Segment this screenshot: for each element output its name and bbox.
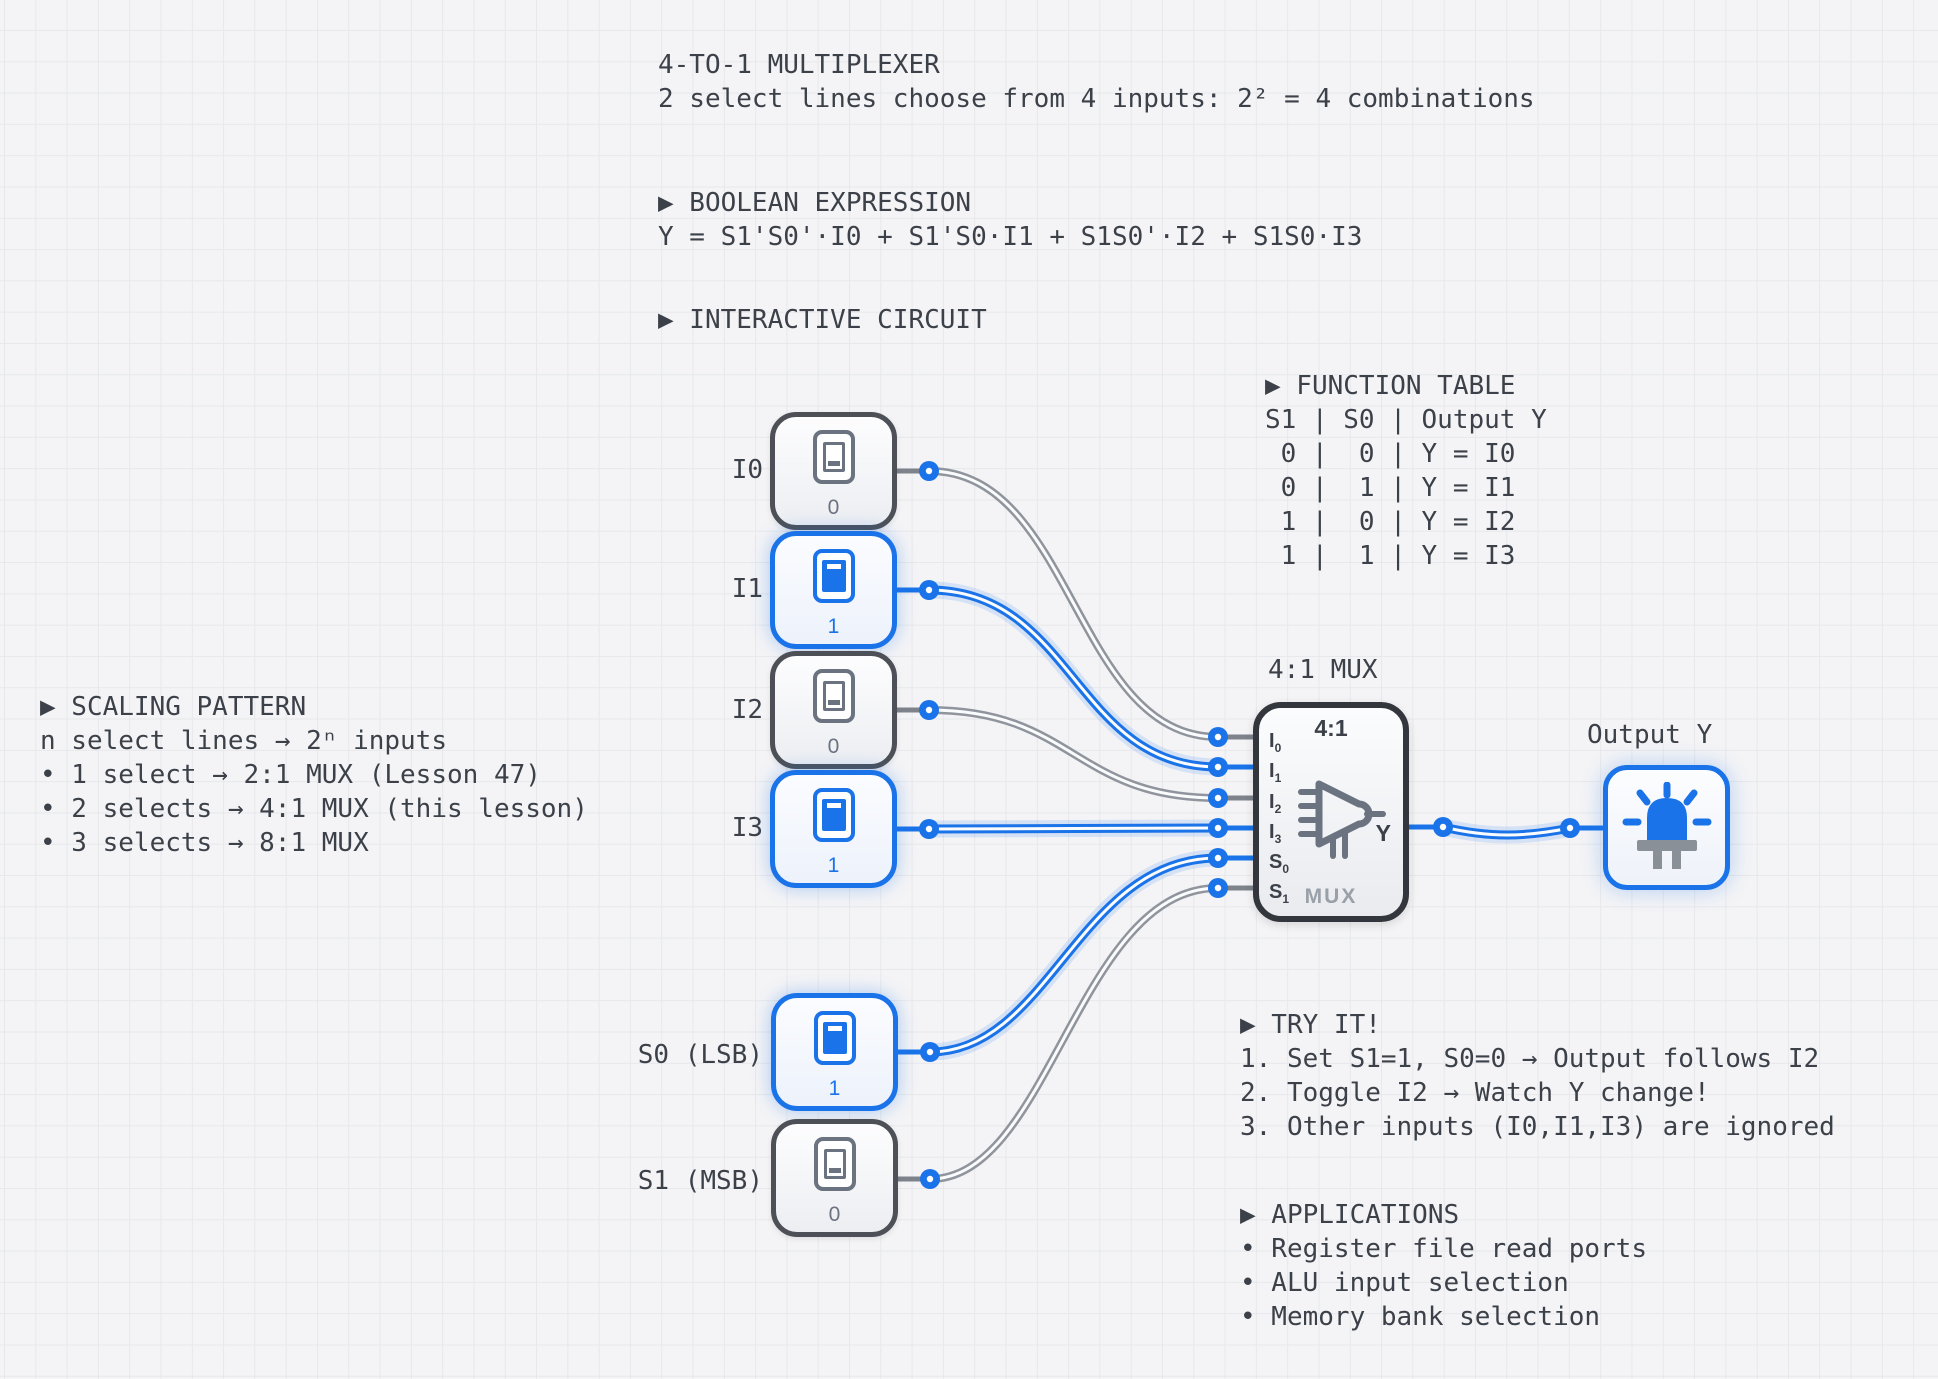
wire-i3-to-mux [924, 823, 1223, 834]
label-i0: I0 [731, 455, 763, 485]
page-subtitle: 2 select lines choose from 4 inputs: 2² … [658, 84, 1535, 114]
interactive-circuit-heading-block: ▶ INTERACTIVE CIRCUIT [658, 303, 987, 337]
page-title: 4-TO-1 MULTIPLEXER [658, 50, 940, 80]
switch-value: 1 [827, 854, 840, 877]
function-table-row: 0 | 0 | Y = I0 [1265, 439, 1516, 469]
scaling-heading: ▶ SCALING PATTERN [40, 692, 307, 722]
wire-y-to-led [1438, 822, 1575, 840]
function-table-header-row: S1 | S0 | Output Y [1265, 405, 1547, 435]
try-it-block: ▶ TRY IT! 1. Set S1=1, S0=0 → Output fol… [1240, 1008, 1835, 1144]
toggle-switch-icon [813, 1137, 856, 1191]
output-label: Output Y [1587, 720, 1713, 750]
wire-i0-to-mux [925, 467, 1222, 741]
switch-value: 0 [827, 735, 840, 758]
function-table-row: 0 | 1 | Y = I1 [1265, 473, 1516, 503]
switch-value: 0 [828, 1203, 841, 1226]
mux-pin-s1: S1 [1269, 881, 1290, 906]
scaling-pattern-block: ▶ SCALING PATTERN n select lines → 2ⁿ in… [40, 690, 588, 860]
interactive-heading: ▶ INTERACTIVE CIRCUIT [658, 305, 987, 335]
mux-pin-i0: I0 [1269, 730, 1282, 755]
output-led[interactable] [1603, 765, 1730, 890]
wire-i1-to-mux [924, 585, 1223, 772]
wire-i2-to-mux [925, 706, 1222, 802]
toggle-switch-icon [813, 1011, 856, 1065]
application-item: • ALU input selection [1240, 1268, 1569, 1298]
try-it-step: 2. Toggle I2 → Watch Y change! [1240, 1078, 1710, 1108]
try-it-step: 1. Set S1=1, S0=0 → Output follows I2 [1240, 1044, 1820, 1074]
wire-s1-to-mux [926, 884, 1222, 1183]
toggle-switch-icon [812, 549, 855, 603]
scaling-line: • 2 selects → 4:1 MUX (this lesson) [40, 794, 588, 824]
application-item: • Register file read ports [1240, 1234, 1647, 1264]
switch-value: 0 [827, 496, 840, 519]
mux-pin-s0: S0 [1269, 851, 1290, 876]
boolean-expression: Y = S1'S0'·I0 + S1'S0·I1 + S1S0'·I2 + S1… [658, 222, 1363, 252]
switch-value: 1 [828, 1077, 841, 1100]
label-s0: S0 (LSB) [637, 1040, 763, 1070]
scaling-line: n select lines → 2ⁿ inputs [40, 726, 447, 756]
applications-heading: ▶ APPLICATIONS [1240, 1200, 1460, 1230]
wire-s0-to-mux [925, 853, 1223, 1057]
label-i1: I1 [731, 574, 763, 604]
toggle-switch-icon [812, 430, 855, 484]
label-i3: I3 [731, 813, 763, 843]
applications-block: ▶ APPLICATIONS • Register file read port… [1240, 1198, 1647, 1334]
mux-output-pin-label: Y [1375, 820, 1391, 846]
function-table-row: 1 | 0 | Y = I2 [1265, 507, 1516, 537]
switch-i3[interactable]: 1 [770, 770, 897, 888]
mux-bottom-label: MUX [1304, 885, 1358, 908]
led-lit-icon [1622, 781, 1711, 869]
try-it-step: 3. Other inputs (I0,I1,I3) are ignored [1240, 1112, 1835, 1142]
boolean-expression-block: ▶ BOOLEAN EXPRESSION Y = S1'S0'·I0 + S1'… [658, 186, 1362, 254]
switch-i1[interactable]: 1 [770, 531, 897, 649]
function-table-heading: ▶ FUNCTION TABLE [1265, 371, 1516, 401]
function-table: ▶ FUNCTION TABLE S1 | S0 | Output Y 0 | … [1265, 369, 1547, 573]
switch-s0[interactable]: 1 [771, 993, 898, 1111]
switch-s1[interactable]: 0 [771, 1119, 898, 1237]
label-i2: I2 [731, 695, 763, 725]
scaling-line: • 1 select → 2:1 MUX (Lesson 47) [40, 760, 541, 790]
mux-pin-i1: I1 [1269, 760, 1282, 785]
boolean-heading: ▶ BOOLEAN EXPRESSION [658, 188, 972, 218]
label-s1: S1 (MSB) [637, 1166, 763, 1196]
mux-pin-i3: I3 [1269, 821, 1282, 846]
mux-chip[interactable]: 4:1 I0 I1 I2 I3 S0 S1 Y MUX [1253, 702, 1409, 922]
try-it-heading: ▶ TRY IT! [1240, 1010, 1381, 1040]
toggle-switch-icon [812, 669, 855, 723]
header-block: 4-TO-1 MULTIPLEXER 2 select lines choose… [658, 48, 1535, 116]
mux-pin-i2: I2 [1269, 791, 1282, 816]
toggle-switch-icon [812, 788, 855, 842]
switch-i2[interactable]: 0 [770, 651, 897, 769]
scaling-line: • 3 selects → 8:1 MUX [40, 828, 369, 858]
mux-title: 4:1 MUX [1268, 655, 1378, 685]
switch-value: 1 [827, 615, 840, 638]
application-item: • Memory bank selection [1240, 1302, 1601, 1332]
mux-symbol-icon [1298, 780, 1386, 859]
switch-i0[interactable]: 0 [770, 412, 897, 530]
function-table-row: 1 | 1 | Y = I3 [1265, 541, 1516, 571]
mux-ratio-label: 4:1 [1314, 715, 1348, 741]
